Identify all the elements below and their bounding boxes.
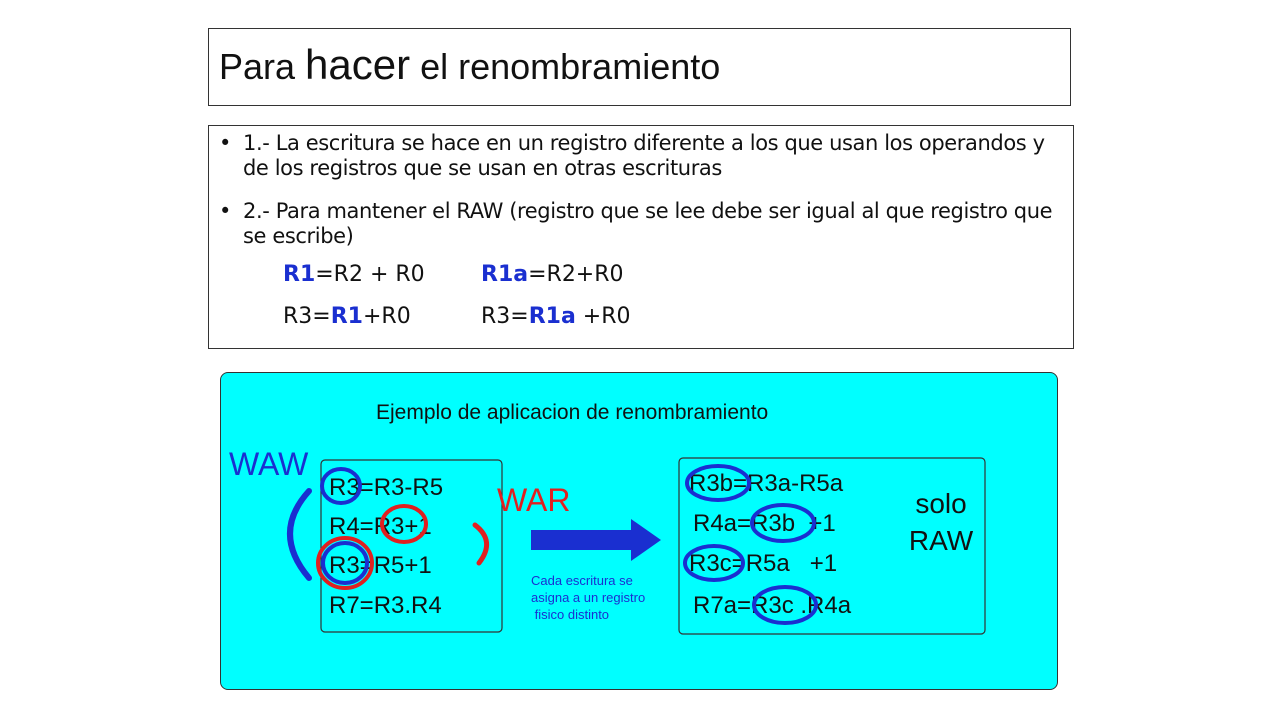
war-circle-read — [380, 504, 428, 544]
left-code-line-1: R3=R3-R5 — [329, 474, 443, 501]
left-code-box — [320, 459, 503, 633]
example-figure: Ejemplo de aplicacion de renombramiento … — [220, 372, 1058, 690]
note-line-1: Cada escritura se — [531, 573, 633, 588]
note-line-2: asigna a un registro — [531, 590, 645, 605]
waw-circle-bottom — [321, 541, 369, 585]
equation-row1-left: R1=R2 + R0 — [283, 262, 425, 287]
solo-raw-line-2: RAW — [909, 525, 974, 556]
slide-title: Para hacer el renombramiento — [219, 41, 720, 89]
left-code-line-3: R3=R5+1 — [329, 552, 432, 579]
right-code-box — [678, 457, 986, 635]
title-part-1: Para — [219, 46, 306, 87]
example-figure-graphic: Ejemplo de aplicacion de renombramiento … — [229, 401, 986, 635]
example-title: Ejemplo de aplicacion de renombramiento — [376, 401, 768, 424]
equation-row1-right: R1a=R2+R0 — [481, 262, 624, 287]
note-line-3: fisico distinto — [531, 607, 609, 622]
title-box: Para hacer el renombramiento — [208, 28, 1071, 106]
waw-label: WAW — [229, 446, 309, 482]
right-code-line-3: R3c=R5a +1 — [689, 550, 837, 577]
rename-circle-r3b-read — [750, 503, 816, 543]
rename-circle-r3c-write — [683, 544, 745, 582]
solo-raw-line-1: solo — [915, 488, 966, 519]
title-part-2: hacer — [305, 41, 411, 88]
title-part-3: el renombramiento — [410, 46, 721, 87]
waw-circle-top — [320, 467, 362, 505]
bullet-text: 1.- La escritura se hace en un registro … — [243, 131, 1045, 180]
war-circle-outer — [316, 536, 374, 590]
right-code-line-4: R7a=R3c .R4a — [693, 592, 852, 619]
rename-circle-r3b-write — [685, 464, 751, 502]
rename-circle-r3c-read — [752, 585, 818, 625]
rename-arrow-icon — [531, 519, 661, 561]
waw-bracket — [287, 488, 312, 581]
war-label: WAR — [497, 482, 570, 518]
bullet-text: 2.- Para mantener el RAW (registro que s… — [243, 199, 1053, 248]
content-box: • 1.- La escritura se hace en un registr… — [208, 125, 1074, 349]
equation-row2-left: R3=R1+R0 — [283, 304, 411, 329]
left-code-line-4: R7=R3.R4 — [329, 592, 442, 619]
bullet-marker: • — [219, 199, 232, 223]
war-bracket — [472, 522, 489, 566]
bullet-marker: • — [219, 131, 232, 155]
right-code-line-1: R3b=R3a-R5a — [689, 470, 844, 497]
equation-row2-right: R3=R1a +R0 — [481, 304, 631, 329]
